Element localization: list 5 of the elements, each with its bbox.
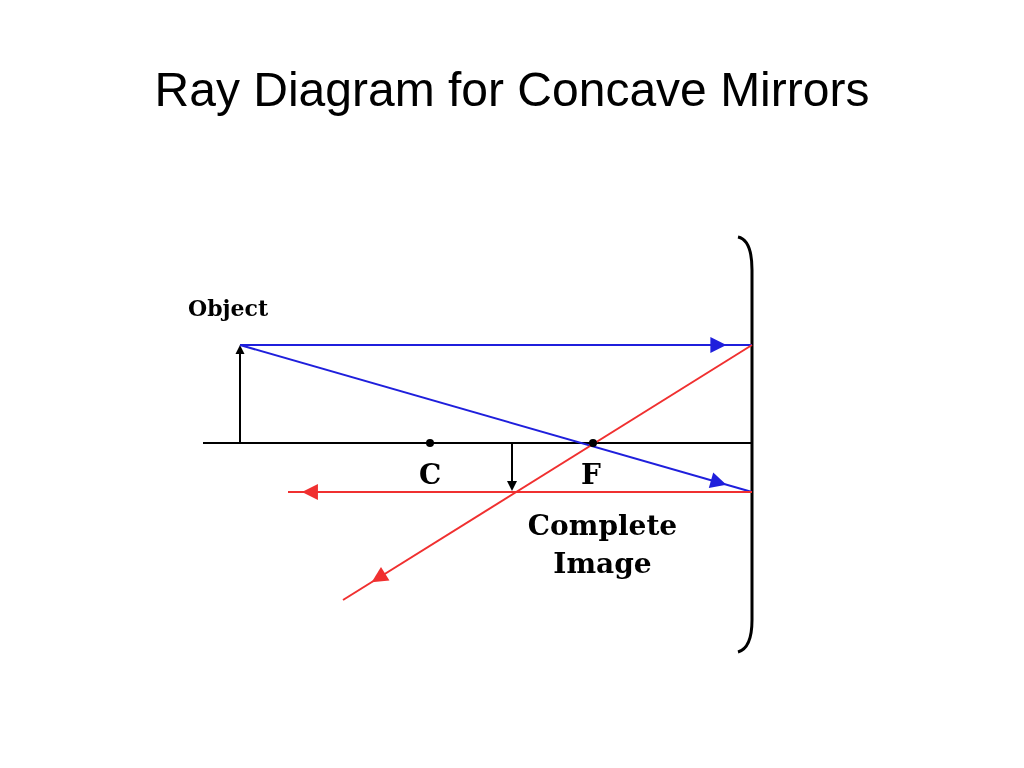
diagram-label: Complete Image [526, 508, 679, 582]
title: Ray Diagram for Concave Mirrors [154, 62, 870, 117]
diagram-label: F [581, 457, 601, 493]
diagram-label: C [419, 457, 442, 493]
diagram-label: Object [188, 294, 269, 323]
